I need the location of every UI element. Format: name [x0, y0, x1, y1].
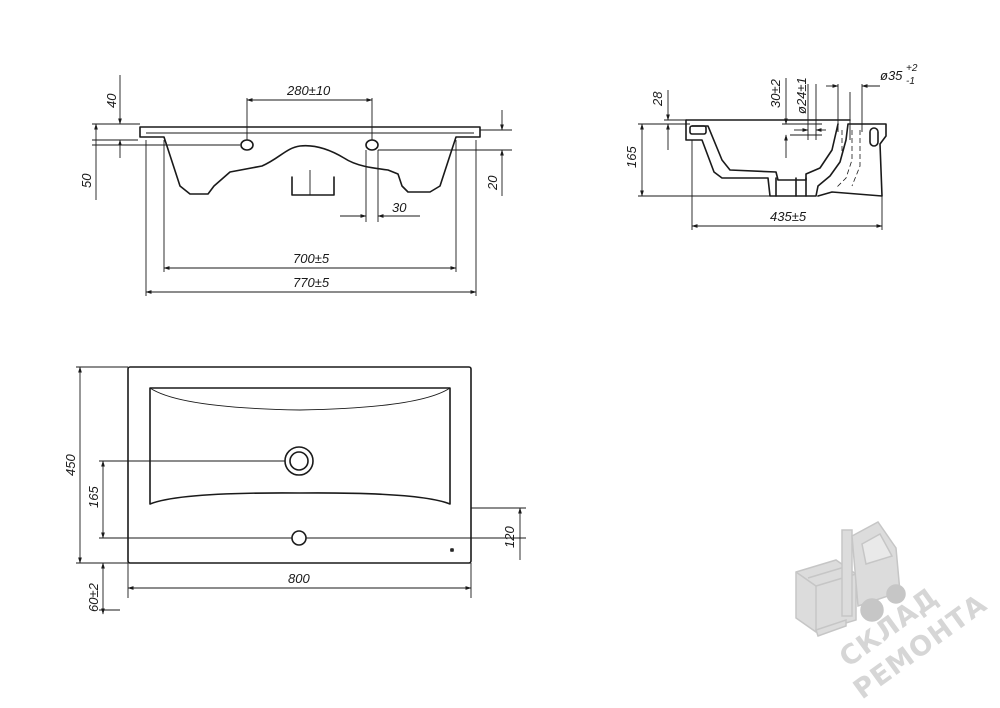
- drain-inner: [289, 451, 309, 471]
- watermark: СКЛАД РЕМОНТА: [795, 521, 993, 706]
- top-dim-depth-label: 450: [63, 454, 78, 476]
- side-dim-length-label: 435±5: [770, 209, 807, 224]
- dim-tap-spacing-label: 280±10: [286, 83, 331, 98]
- basin-outline: [149, 387, 451, 505]
- top-dim-edge-offset-label: 60±2: [86, 582, 101, 612]
- side-dim-overflow-tol-plus: +2: [906, 63, 918, 74]
- side-dim-overflow-tol-minus: -1: [906, 76, 915, 87]
- left-tap-hole: [240, 139, 254, 151]
- top-view-outline: [127, 366, 472, 564]
- dim-outer-width-label: 770±5: [293, 275, 330, 290]
- side-view: 28 165 30±2 ø24±1 ø35 +2 -1 435±5: [624, 63, 918, 230]
- right-tap-hole: [365, 139, 379, 151]
- dim-offset-right-label: 20: [485, 175, 500, 191]
- side-dim-overflow-height-label: 30±2: [768, 78, 783, 108]
- side-dim-drain-dia-label: ø24±1: [794, 77, 809, 114]
- front-view-outline: [139, 126, 481, 195]
- top-dim-tap-offset-label: 120: [502, 526, 517, 548]
- side-view-outline: [685, 119, 887, 197]
- side-dim-depth-label: 165: [624, 146, 639, 168]
- side-dim-overflow-dia-label: ø35: [880, 68, 903, 83]
- top-dim-width-label: 800: [288, 571, 310, 586]
- overflow-slot: [869, 127, 879, 147]
- top-view: 450 165 120 800 60±2: [63, 366, 526, 615]
- dim-offset-left-label: 50: [79, 173, 94, 188]
- top-dim-drain-offset-label: 165: [86, 486, 101, 508]
- top-tap-hole: [291, 530, 307, 546]
- dim-hole-dia-label: 30: [392, 200, 407, 215]
- side-dim-rim-label: 28: [650, 91, 665, 107]
- forklift-pallet-icon: [795, 521, 906, 637]
- dim-mount-height-label: 40: [104, 93, 119, 108]
- dim-inner-width-label: 700±5: [293, 251, 330, 266]
- front-view: 40 280±10 50 20 30 700±5 770±5: [79, 75, 512, 296]
